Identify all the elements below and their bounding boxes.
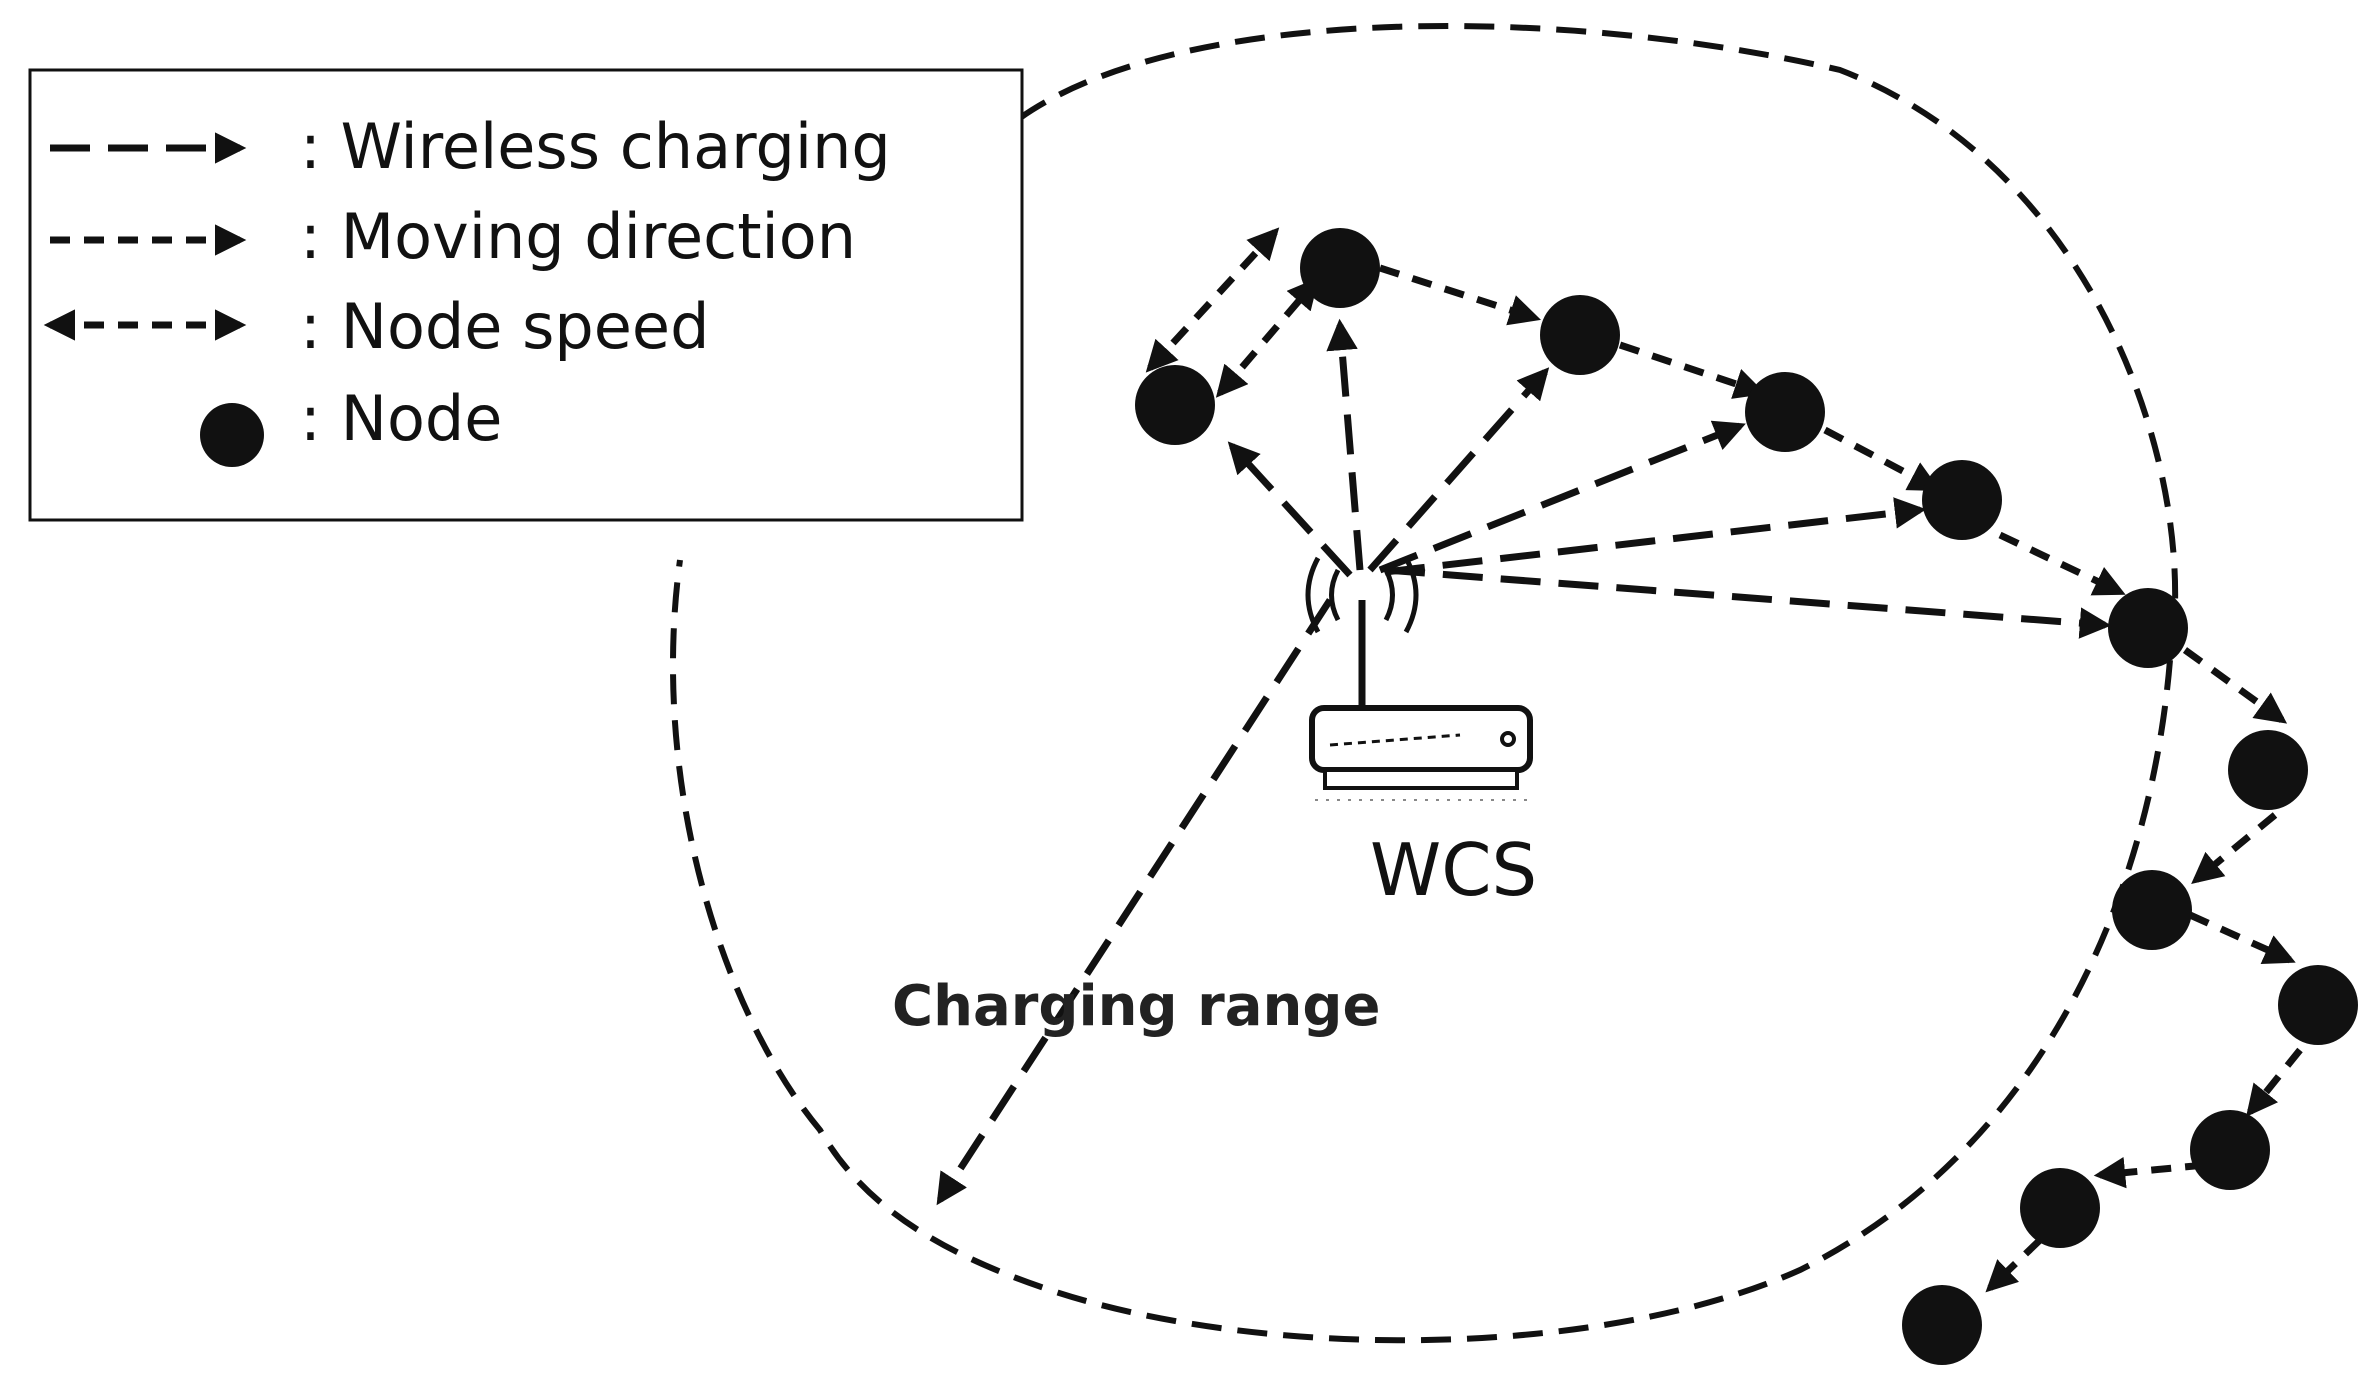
charging-link-node-3 xyxy=(1367,367,1550,573)
node xyxy=(1135,365,1215,445)
legend: : Wireless charging : Moving direction :… xyxy=(28,68,1024,522)
charging-range-boundary xyxy=(669,23,2179,1344)
node xyxy=(2112,870,2192,950)
node xyxy=(1745,372,1825,452)
move-arrow-10 xyxy=(1985,1237,2043,1293)
nodes xyxy=(1135,228,2358,1365)
move-arrow-8 xyxy=(2246,1047,2303,1117)
node xyxy=(2278,965,2358,1045)
charging-link-node-1 xyxy=(1326,318,1364,571)
move-arrow-2 xyxy=(1618,341,1766,399)
node xyxy=(1540,295,1620,375)
movement-path xyxy=(1378,264,2303,1293)
charging-link-node-5 xyxy=(1384,497,1927,576)
move-arrow-9 xyxy=(2093,1156,2206,1189)
move-arrow-5 xyxy=(2182,647,2288,724)
legend-moving-direction-label: : Moving direction xyxy=(300,200,856,273)
node xyxy=(2190,1110,2270,1190)
move-arrow-4 xyxy=(1998,531,2126,596)
move-arrow-3 xyxy=(1823,426,1941,492)
node xyxy=(1922,460,2002,540)
node-speed-arrow-1 xyxy=(1145,227,1280,373)
legend-node-speed-label: : Node speed xyxy=(300,290,709,363)
legend-node-label: : Node xyxy=(300,382,502,455)
station-label: WCS xyxy=(1370,828,1537,912)
charging-link-node-2 xyxy=(1227,441,1353,578)
charging-link-node-6 xyxy=(1384,566,2112,639)
node xyxy=(2228,730,2308,810)
charging-link-node-4 xyxy=(1378,420,1746,574)
move-arrow-6 xyxy=(2191,812,2278,885)
charging-range-radius xyxy=(936,598,1333,1206)
move-arrow-1 xyxy=(1378,264,1541,326)
legend-node-icon xyxy=(200,403,264,467)
node-speed-arrow-2 xyxy=(1215,277,1320,398)
wireless-router-icon xyxy=(1305,556,1533,801)
move-arrow-7 xyxy=(2188,911,2296,965)
charging-range-label: Charging range xyxy=(892,974,1380,1039)
node xyxy=(1902,1285,1982,1365)
legend-wireless-charging-label: : Wireless charging xyxy=(300,110,891,183)
node xyxy=(2108,588,2188,668)
node-speed-arrows xyxy=(1145,227,1320,398)
charging-links xyxy=(936,318,2112,1206)
node xyxy=(2020,1168,2100,1248)
node xyxy=(1300,228,1380,308)
